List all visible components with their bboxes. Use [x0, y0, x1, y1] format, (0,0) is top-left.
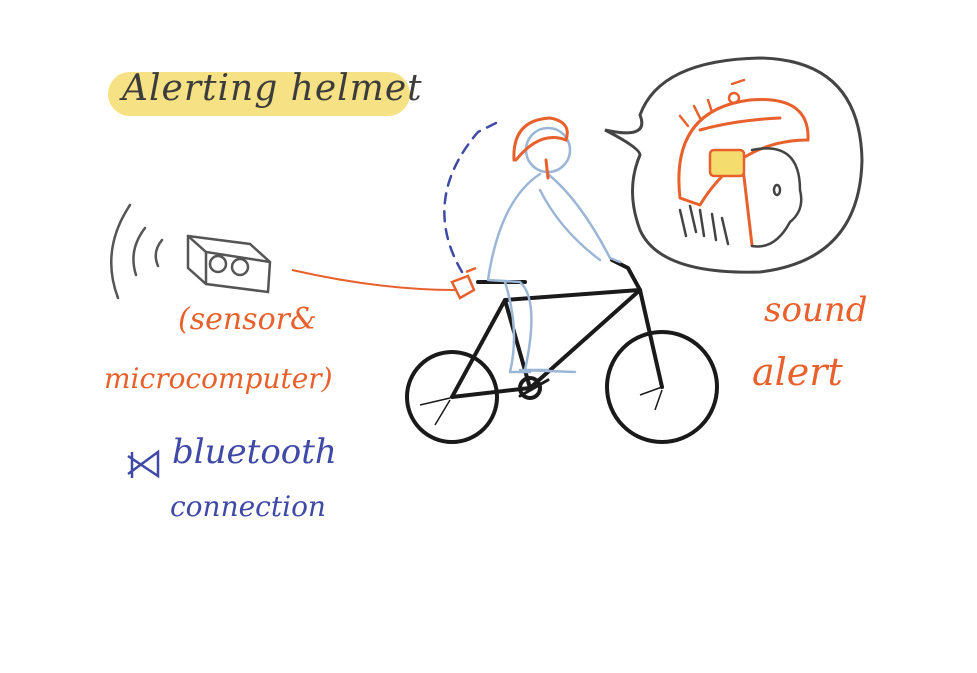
- rider-figure: [486, 126, 622, 374]
- title-highlight: [108, 72, 410, 116]
- sensor-connection-line: [291, 269, 456, 291]
- helmet-module-icon: [708, 148, 746, 178]
- sensor-label-line2: microcomputer): [104, 362, 333, 395]
- speech-bubble: [604, 56, 864, 274]
- bluetooth-label-line1: bluetooth: [172, 432, 337, 472]
- bluetooth-link-arc: [443, 120, 500, 274]
- bluetooth-label-line2: connection: [170, 490, 326, 523]
- bluetooth-icon: [127, 449, 160, 479]
- sound-label-line2: alert: [752, 350, 843, 394]
- bike-sensor-icon: [450, 266, 477, 300]
- face-closeup: [678, 147, 803, 248]
- diagram-title: Alerting helmet: [122, 68, 423, 109]
- rider-helmet-icon: [512, 116, 569, 180]
- sensor-label-line1: (sensor&: [178, 302, 317, 337]
- alert-sound-icon: [678, 78, 746, 128]
- wheel-spokes: [419, 386, 663, 426]
- signal-waves-icon: [110, 203, 164, 300]
- sound-label-line1: sound: [764, 290, 868, 330]
- sensor-device-icon: [186, 234, 272, 294]
